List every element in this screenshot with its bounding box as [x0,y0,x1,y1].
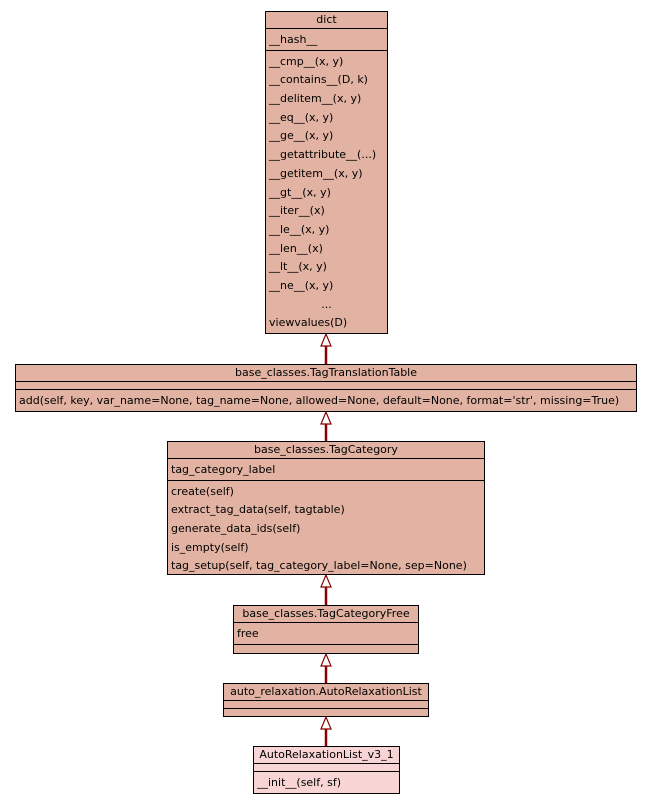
attributes-section: tag_category_label [168,459,484,481]
method-row: __contains__(D, k) [269,73,368,87]
class-name: base_classes.TagCategoryFree [234,606,418,623]
class-name: base_classes.TagTranslationTable [16,365,636,382]
methods-section: add(self, key, var_name=None, tag_name=N… [16,390,636,411]
attribute-row: __hash__ [269,33,318,46]
attributes-section: free [234,623,418,645]
method-row: generate_data_ids(self) [171,522,301,536]
class-box-tag-translation-table[interactable]: base_classes.TagTranslationTable add(sel… [15,364,637,412]
methods-section [224,709,428,717]
method-row: __cmp__(x, y) [269,54,344,68]
methods-section: __init__(self, sf) [254,772,399,793]
inheritance-arrow-tag-category-free-to-tag-category [320,573,332,605]
method-row: __delitem__(x, y) [269,92,362,106]
method-row: __init__(self, sf) [257,776,342,789]
methods-section: create(self) extract_tag_data(self, tagt… [168,481,484,576]
attribute-row: tag_category_label [171,463,276,476]
attribute-row: free [237,627,259,640]
methods-section [234,645,418,653]
inheritance-arrow-tag-category-to-tag-translation-table [320,410,332,441]
method-row: __iter__(x) [269,204,325,218]
class-name: dict [266,12,387,29]
method-row: tag_setup(self, tag_category_label=None,… [171,559,467,573]
class-name: auto_relaxation.AutoRelaxationList [224,684,428,701]
attributes-section [254,764,399,772]
class-name: AutoRelaxationList_v3_1 [254,747,399,764]
method-row: __eq__(x, y) [269,110,334,124]
method-ellipsis: ... [321,297,332,311]
method-row: __len__(x) [269,241,323,255]
method-row: __lt__(x, y) [269,260,327,274]
inheritance-arrow-auto-relaxation-list-to-tag-category-free [320,652,332,683]
attributes-section [16,382,636,390]
class-box-auto-relaxation-list-v3-1[interactable]: AutoRelaxationList_v3_1 __init__(self, s… [253,746,400,794]
method-row: viewvalues(D) [269,316,348,330]
method-row: __gt__(x, y) [269,185,331,199]
method-row: __ge__(x, y) [269,129,334,143]
class-box-auto-relaxation-list[interactable]: auto_relaxation.AutoRelaxationList [223,683,429,717]
class-box-dict[interactable]: dict __hash__ __cmp__(x, y) __contains__… [265,11,388,334]
method-row: __getattribute__(...) [269,148,377,162]
method-row: create(self) [171,484,234,498]
class-name: base_classes.TagCategory [168,442,484,459]
attributes-section [224,701,428,709]
method-row: is_empty(self) [171,540,249,554]
inheritance-arrow-tag-translation-table-to-dict [320,332,332,364]
method-row: __le__(x, y) [269,222,330,236]
method-row: add(self, key, var_name=None, tag_name=N… [19,394,620,407]
method-row: __getitem__(x, y) [269,166,363,180]
attributes-section: __hash__ [266,29,387,51]
methods-section: __cmp__(x, y) __contains__(D, k) __delit… [266,51,387,333]
method-row: extract_tag_data(self, tagtable) [171,503,345,517]
inheritance-arrow-v3-1-to-auto-relaxation-list [320,715,332,746]
class-box-tag-category[interactable]: base_classes.TagCategory tag_category_la… [167,441,485,575]
method-row: __ne__(x, y) [269,278,334,292]
class-box-tag-category-free[interactable]: base_classes.TagCategoryFree free [233,605,419,654]
